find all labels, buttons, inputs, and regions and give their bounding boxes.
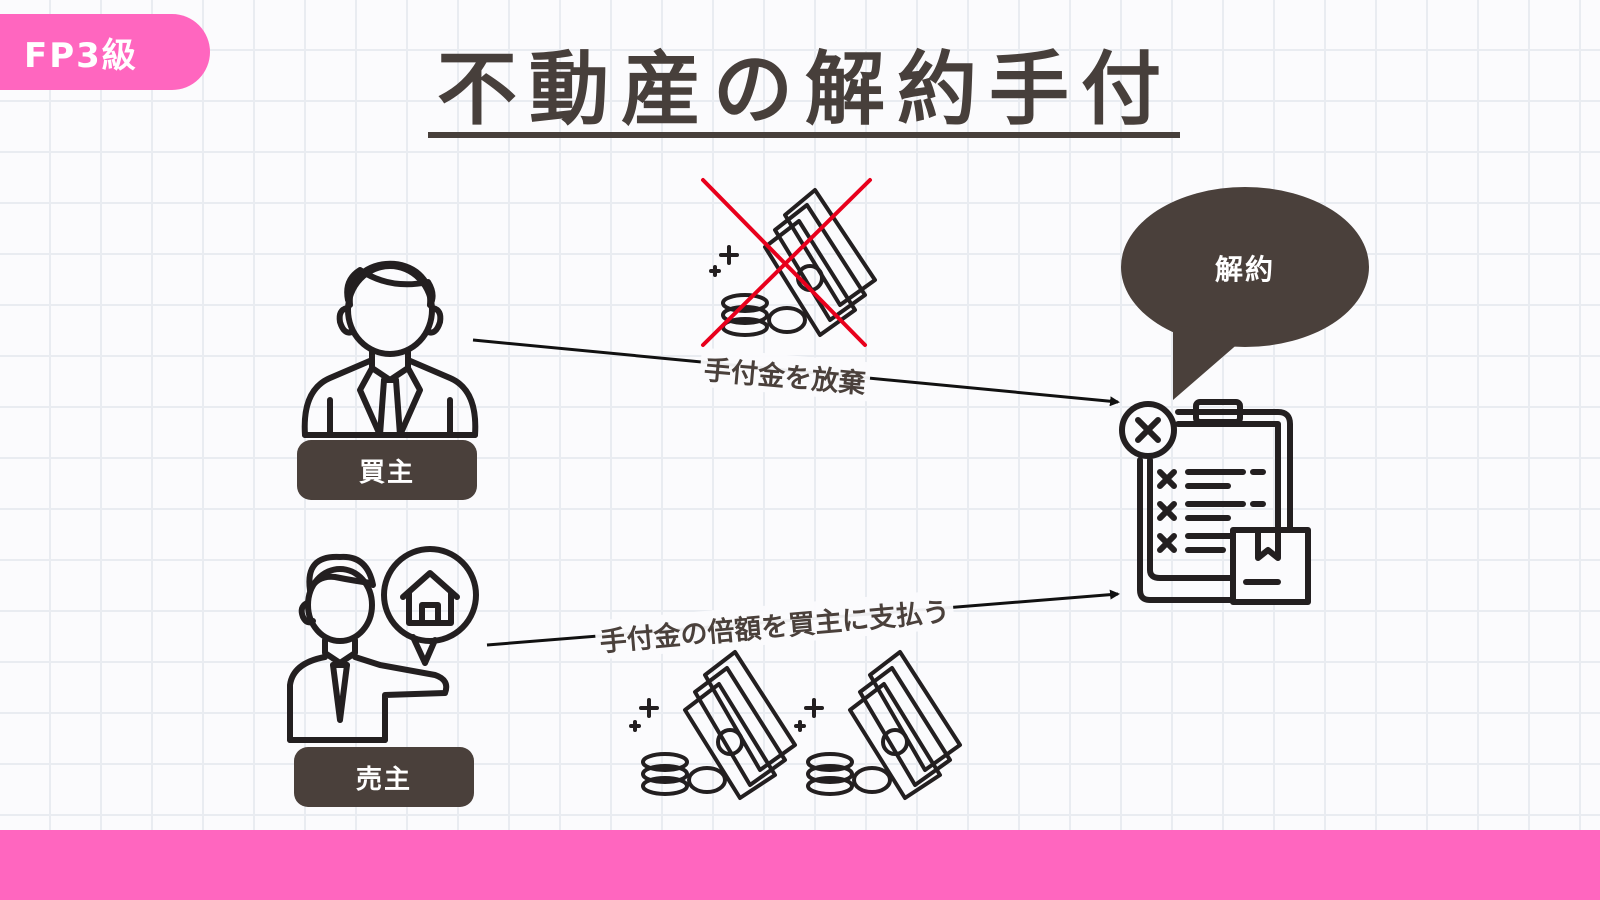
buyer-label: 買主 [297,440,477,500]
page-title: 不動産の解約手付 [437,43,1173,136]
seller-label: 売主 [294,747,474,807]
money-icon-2 [794,650,962,800]
speech-bubble [1121,187,1369,400]
seller-person-icon [287,546,479,743]
money-icon-crossed [701,178,877,347]
cancel-speech-text: 解約 [1214,253,1275,286]
title-underline [428,132,1180,138]
contract-cancel-icon [1119,399,1311,605]
money-icon-1 [629,650,797,800]
footer-bar [0,830,1600,900]
level-badge: FP3級 [0,14,210,90]
buyer-person-icon [301,260,479,438]
cross-line-2 [701,178,872,347]
